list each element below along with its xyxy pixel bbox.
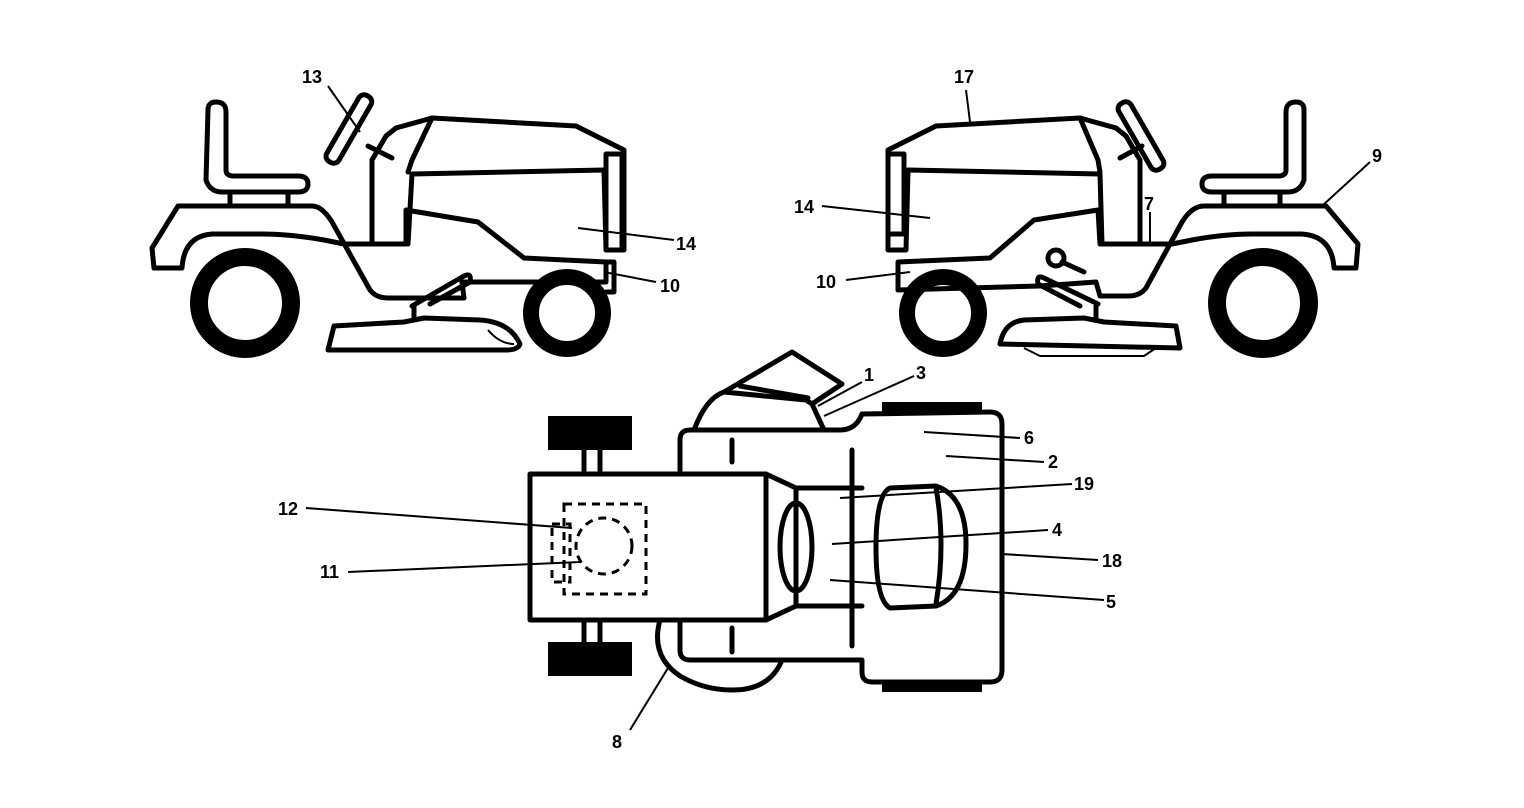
callout-17: 17 xyxy=(954,67,974,87)
rear-wheel-left xyxy=(190,248,300,358)
callout-1: 1 xyxy=(864,365,874,385)
rear-fender-left xyxy=(149,203,609,301)
front-wheel-left xyxy=(523,269,611,357)
top-view xyxy=(527,349,1005,693)
seat-right xyxy=(1199,99,1307,195)
callout-9: 9 xyxy=(1372,146,1382,166)
leader-lines xyxy=(305,85,1371,731)
hood-top xyxy=(527,471,769,623)
callout-12: 12 xyxy=(278,499,298,519)
callout-2: 2 xyxy=(1048,452,1058,472)
rear-wheel-right xyxy=(1208,248,1318,358)
seat-left xyxy=(203,99,311,195)
callout-19: 19 xyxy=(1074,474,1094,494)
callout-4: 4 xyxy=(1052,520,1062,540)
callout-6: 6 xyxy=(1024,428,1034,448)
callout-10-left: 10 xyxy=(660,276,680,296)
front-tire-bottom xyxy=(548,642,632,676)
left-side-view xyxy=(149,92,627,358)
callout-8: 8 xyxy=(612,732,622,752)
callout-18: 18 xyxy=(1102,551,1122,571)
callout-5: 5 xyxy=(1106,592,1116,612)
front-tire-top xyxy=(548,416,632,450)
callout-14-left: 14 xyxy=(676,234,696,254)
callout-labels: 13 14 10 17 14 10 7 9 1 3 6 2 19 4 18 5 … xyxy=(278,67,1382,752)
callout-13: 13 xyxy=(302,67,322,87)
callout-14-right: 14 xyxy=(794,197,814,217)
mower-deck-right xyxy=(997,315,1183,351)
hood-right xyxy=(885,115,1119,253)
discharge-chute xyxy=(691,349,845,433)
rear-fender-right xyxy=(895,203,1361,299)
callout-10-right: 10 xyxy=(816,272,836,292)
callout-11: 11 xyxy=(320,562,339,582)
mower-deck-left xyxy=(325,315,523,353)
front-wheel-right xyxy=(899,269,987,357)
callout-7: 7 xyxy=(1144,194,1154,214)
callout-3: 3 xyxy=(916,363,926,383)
right-side-view xyxy=(885,99,1361,358)
